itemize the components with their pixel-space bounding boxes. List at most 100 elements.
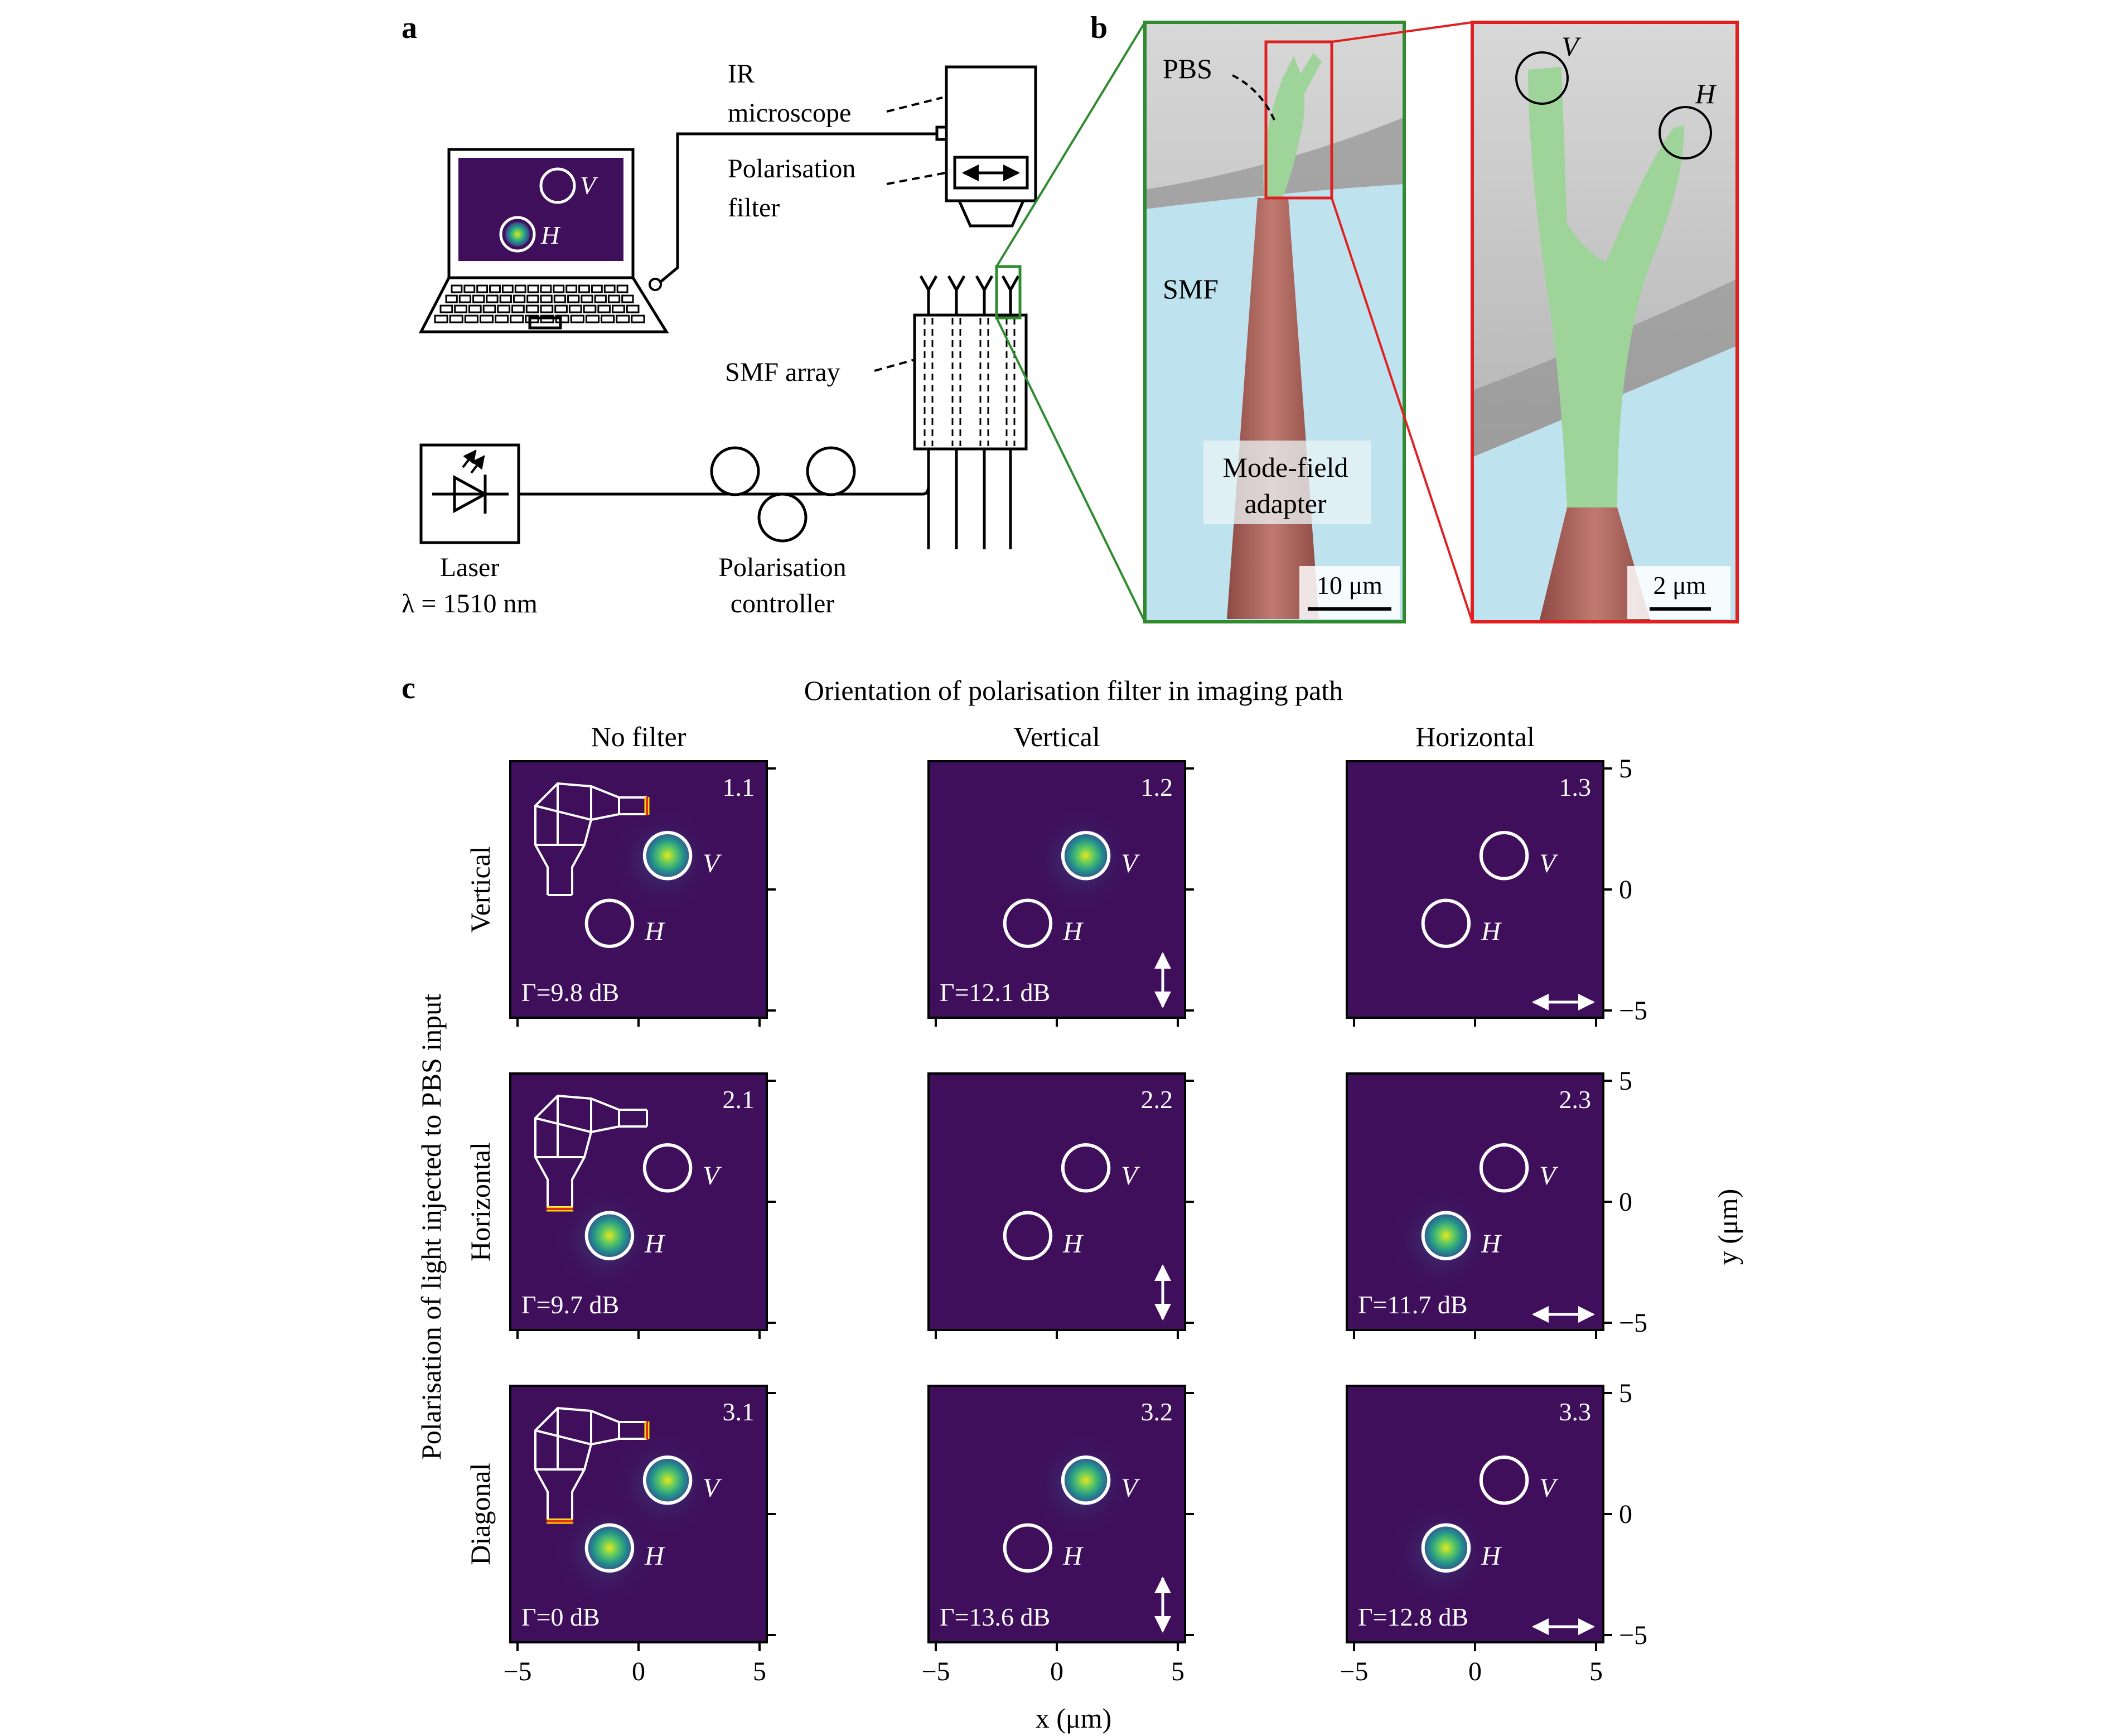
key-icon [468, 304, 482, 313]
usb-cable [660, 132, 937, 283]
x-tick-label: 0 [1050, 1657, 1063, 1686]
column-header: No filter [591, 721, 686, 752]
key-icon [439, 304, 453, 313]
extinction-ratio: Γ=0 dB [521, 1603, 600, 1631]
port-v-label: V [1121, 1473, 1140, 1503]
microscope-port [935, 125, 948, 141]
pbs-tip-icon [919, 275, 930, 291]
port-h-circle [584, 898, 635, 948]
smf-array-label: SMF array [725, 357, 840, 387]
ir-label-2: microscope [728, 98, 851, 128]
mode-spot [641, 829, 695, 883]
column-header: Horizontal [1415, 721, 1535, 752]
key-icon [554, 304, 568, 313]
laptop-trackpad [528, 316, 562, 330]
row-axis-title: Polarisation of light injected to PBS in… [415, 994, 447, 1460]
sem-label-h: H [1695, 78, 1717, 109]
zoom-red-bottom [1331, 197, 1473, 622]
microscope-body [945, 65, 1037, 202]
port-v-label: V [703, 1161, 722, 1191]
key-icon [540, 294, 553, 303]
panel-id: 1.3 [1559, 773, 1592, 801]
key-icon [540, 284, 552, 293]
port-v-label: V [1121, 849, 1140, 878]
row-header: Diagonal [465, 1463, 496, 1565]
port-h-label: H [1062, 917, 1084, 946]
panel-c: c Orientation of polarisation filter in … [402, 671, 1743, 1734]
smf-label: SMF [1163, 273, 1219, 304]
pbs-tip-icon [1001, 275, 1012, 291]
laptop-keys [434, 284, 645, 323]
key-icon [616, 315, 630, 323]
screen-circle-v [539, 167, 576, 204]
port-h-label: H [644, 1541, 665, 1571]
port-h-circle [1003, 898, 1053, 948]
mfa-label-1: Mode-field [1223, 452, 1348, 483]
panel-id: 2.1 [723, 1085, 755, 1114]
key-icon [527, 284, 539, 293]
laser-diode-triangle [453, 475, 489, 514]
key-icon [449, 315, 463, 323]
laser-label: Laser [440, 553, 500, 582]
extinction-ratio: Γ=13.6 dB [940, 1603, 1050, 1631]
panel-label-c: c [402, 671, 415, 705]
port-h-circle [584, 1211, 635, 1260]
x-tick-label: 0 [632, 1657, 645, 1686]
y-tick-label: 0 [1619, 875, 1632, 905]
port-h-circle [584, 1523, 635, 1573]
microscope-objective [957, 199, 1026, 228]
pbs-tip-icon [1009, 275, 1020, 291]
key-icon [513, 294, 526, 303]
key-icon [458, 294, 472, 303]
laptop-keyboard [418, 276, 669, 333]
x-tick-label: −5 [921, 1657, 950, 1686]
key-icon [626, 304, 640, 313]
smf-tails [927, 449, 1012, 549]
y-tick-label: −5 [1619, 1308, 1647, 1338]
pbs-label: PBS [1163, 53, 1212, 84]
mode-panel: V H 2.1Γ=9.7 dB [509, 1072, 776, 1339]
y-axis-title: y (μm) [1712, 1189, 1743, 1265]
key-icon [482, 304, 496, 313]
x-axis-title: x (μm) [1036, 1703, 1112, 1734]
port-v-label: V [1121, 1161, 1140, 1191]
mode-spot [582, 1208, 636, 1263]
smf-array-block [913, 313, 1028, 451]
port-v-label: V [703, 1473, 722, 1503]
port-h-label: H [1062, 1541, 1084, 1571]
key-icon [495, 315, 509, 323]
panel-id: 1.1 [723, 773, 755, 801]
key-icon [570, 315, 584, 323]
panel-label-b: b [1090, 11, 1108, 45]
key-icon [489, 284, 501, 293]
extinction-ratio: Γ=9.7 dB [521, 1290, 619, 1319]
pbs-tip-icon [975, 275, 986, 291]
mode-panel: VH1.1Γ=9.8 dB [509, 760, 776, 1027]
panel-b: b Mode-field adapter SMF PBS 10 μm [1090, 11, 1739, 623]
key-icon [472, 294, 485, 303]
x-tick-label: 5 [1589, 1657, 1603, 1686]
extinction-ratio: Γ=12.1 dB [940, 978, 1050, 1007]
laser-emission-arrow-2 [462, 449, 477, 468]
ir-leader [886, 96, 943, 113]
mfa-label-bg [1203, 441, 1371, 524]
pf-label-2: filter [728, 193, 780, 223]
key-icon [525, 304, 539, 313]
panel-id: 2.3 [1559, 1085, 1592, 1114]
scalebar-left-label: 10 μm [1317, 571, 1382, 599]
port-v-circle [642, 831, 693, 881]
panel-id: 3.1 [723, 1397, 755, 1426]
screen-label-h: H [540, 221, 561, 249]
panel-label-a: a [402, 11, 417, 45]
port-h-label: H [644, 1229, 665, 1259]
x-tick-label: 5 [1171, 1657, 1184, 1686]
mode-spot [1419, 1208, 1473, 1263]
key-icon [567, 294, 580, 303]
key-icon [514, 284, 526, 293]
y-tick-label: 5 [1619, 1379, 1632, 1408]
key-icon [553, 284, 565, 293]
port-v-circle [1479, 1143, 1529, 1193]
key-icon [616, 284, 628, 293]
mode-spot [582, 1521, 636, 1575]
panel-a: a V H IR microscope Polarisation [402, 11, 1146, 622]
